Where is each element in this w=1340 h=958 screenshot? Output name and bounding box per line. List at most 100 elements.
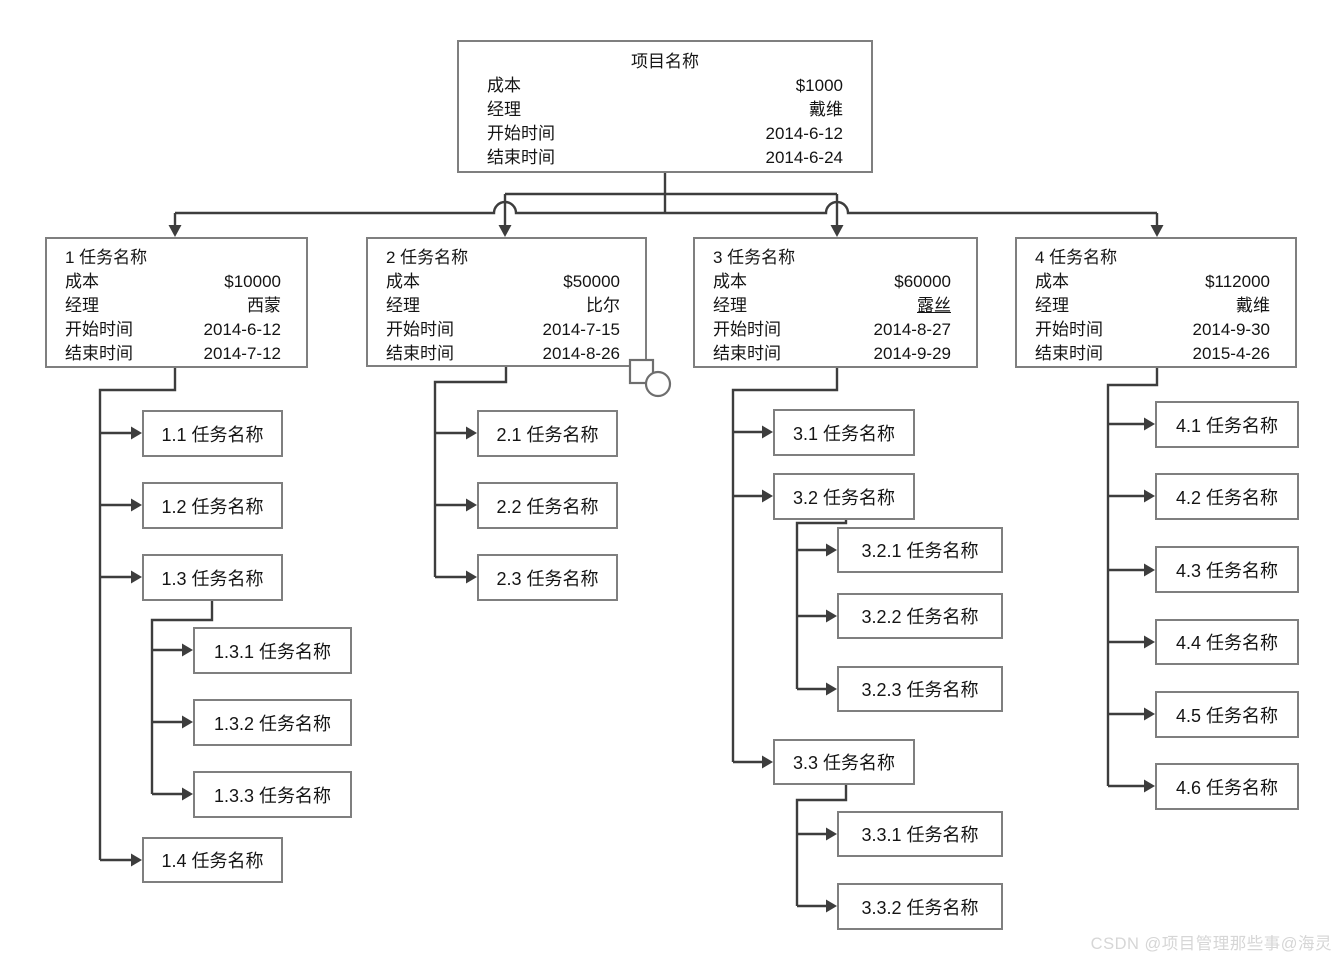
subtask-box-4-5: 4.5 任务名称 bbox=[1155, 691, 1299, 738]
field-value: 2014-6-12 bbox=[203, 320, 281, 339]
field-value: $1000 bbox=[795, 76, 843, 95]
field-label: 成本 bbox=[386, 272, 420, 291]
field-row-start: 开始时间 2014-6-12 bbox=[65, 318, 281, 342]
connector-lower-rail bbox=[175, 200, 1157, 215]
group3-3-arrowheads bbox=[826, 827, 837, 913]
subtask-box-3-3-1: 3.3.1 任务名称 bbox=[837, 811, 1003, 857]
group4-arrowheads bbox=[1144, 417, 1155, 793]
down-arrowheads bbox=[168, 225, 1164, 237]
connector-trunk-task4 bbox=[1106, 368, 1159, 786]
field-row-start: 开始时间 2014-8-27 bbox=[713, 318, 951, 342]
field-label: 经理 bbox=[386, 296, 420, 315]
task-title: 1 任务名称 bbox=[65, 248, 148, 267]
field-row-end: 结束时间 2014-7-12 bbox=[65, 342, 281, 366]
field-label: 成本 bbox=[713, 272, 747, 291]
field-label: 经理 bbox=[713, 296, 747, 315]
field-label: 成本 bbox=[487, 76, 521, 95]
subtask-box-4-6: 4.6 任务名称 bbox=[1155, 763, 1299, 810]
subtask-box-4-1: 4.1 任务名称 bbox=[1155, 401, 1299, 448]
field-value: 2014-9-29 bbox=[873, 344, 951, 363]
field-value: 2014-8-26 bbox=[542, 344, 620, 363]
task-box-3: 3 任务名称 成本 $60000 经理 露丝 开始时间 2014-8-27 结束… bbox=[693, 237, 978, 368]
field-value: $50000 bbox=[563, 272, 620, 291]
field-label: 成本 bbox=[65, 272, 99, 291]
field-value: $10000 bbox=[224, 272, 281, 291]
field-value: $60000 bbox=[894, 272, 951, 291]
csdn-watermark: CSDN @项目管理那些事@海灵 bbox=[1090, 935, 1332, 953]
task-title: 4 任务名称 bbox=[1035, 248, 1118, 267]
subtask-box-1-3-1: 1.3.1 任务名称 bbox=[193, 627, 352, 674]
group3-arrowheads bbox=[762, 425, 773, 769]
field-value: 露丝 bbox=[917, 296, 951, 315]
field-row-end: 结束时间 2014-8-26 bbox=[386, 342, 620, 366]
task-box-2: 2 任务名称 成本 $50000 经理 比尔 开始时间 2014-7-15 结束… bbox=[366, 237, 647, 367]
field-value: 2014-6-24 bbox=[765, 148, 843, 167]
subtask-box-3-2: 3.2 任务名称 bbox=[773, 473, 915, 520]
square-circle-anchor-icon bbox=[628, 358, 672, 398]
subtask-box-3-2-1: 3.2.1 任务名称 bbox=[837, 527, 1003, 573]
project-title: 项目名称 bbox=[631, 52, 699, 71]
field-label: 结束时间 bbox=[487, 148, 555, 167]
subtask-box-2-3: 2.3 任务名称 bbox=[477, 554, 618, 601]
task-title: 2 任务名称 bbox=[386, 248, 469, 267]
field-value: 2014-7-12 bbox=[203, 344, 281, 363]
field-value: 2014-8-27 bbox=[873, 320, 951, 339]
field-row-end: 结束时间 2014-9-29 bbox=[713, 342, 951, 366]
task-box-1: 1 任务名称 成本 $10000 经理 西蒙 开始时间 2014-6-12 结束… bbox=[45, 237, 308, 368]
subtask-box-1-4: 1.4 任务名称 bbox=[142, 837, 283, 883]
field-row-end: 结束时间 2014-6-24 bbox=[487, 146, 843, 170]
field-row-cost: 成本 $112000 bbox=[1035, 270, 1270, 294]
field-value: 戴维 bbox=[1236, 296, 1270, 315]
field-label: 开始时间 bbox=[713, 320, 781, 339]
field-label: 结束时间 bbox=[1035, 344, 1103, 363]
field-row-manager: 经理 戴维 bbox=[487, 98, 843, 122]
field-row-start: 开始时间 2014-9-30 bbox=[1035, 318, 1270, 342]
field-label: 成本 bbox=[1035, 272, 1069, 291]
subtask-box-2-2: 2.2 任务名称 bbox=[477, 482, 618, 529]
subtask-box-3-3-2: 3.3.2 任务名称 bbox=[837, 883, 1003, 930]
task-title: 3 任务名称 bbox=[713, 248, 796, 267]
connector-trunk-1-3 bbox=[150, 601, 214, 794]
field-label: 结束时间 bbox=[713, 344, 781, 363]
field-label: 开始时间 bbox=[386, 320, 454, 339]
task-box-4: 4 任务名称 成本 $112000 经理 戴维 开始时间 2014-9-30 结… bbox=[1015, 237, 1297, 368]
group1-arrowheads bbox=[131, 426, 142, 867]
field-value: 戴维 bbox=[809, 100, 843, 119]
subtask-box-2-1: 2.1 任务名称 bbox=[477, 410, 618, 457]
field-row-start: 开始时间 2014-7-15 bbox=[386, 318, 620, 342]
group1-3-arrowheads bbox=[182, 643, 193, 801]
subtask-box-4-2: 4.2 任务名称 bbox=[1155, 473, 1299, 520]
field-row-cost: 成本 $10000 bbox=[65, 270, 281, 294]
field-label: 结束时间 bbox=[386, 344, 454, 363]
subtask-box-3-1: 3.1 任务名称 bbox=[773, 409, 915, 456]
connector-trunk-3-2 bbox=[795, 520, 848, 689]
field-label: 经理 bbox=[65, 296, 99, 315]
group3-2-arrowheads bbox=[826, 543, 837, 696]
field-value: 2015-4-26 bbox=[1192, 344, 1270, 363]
field-value: $112000 bbox=[1205, 272, 1270, 291]
field-row-cost: 成本 $50000 bbox=[386, 270, 620, 294]
subtask-box-3-2-3: 3.2.3 任务名称 bbox=[837, 666, 1003, 712]
field-value: 2014-7-15 bbox=[542, 320, 620, 339]
subtask-box-1-3-2: 1.3.2 任务名称 bbox=[193, 699, 352, 746]
connector-trunk-task1 bbox=[98, 368, 177, 860]
field-value: 西蒙 bbox=[247, 296, 281, 315]
connector-trunk-task3 bbox=[731, 368, 839, 762]
field-value: 比尔 bbox=[586, 296, 620, 315]
field-label: 开始时间 bbox=[1035, 320, 1103, 339]
field-row-manager: 经理 戴维 bbox=[1035, 294, 1270, 318]
field-row-manager: 经理 西蒙 bbox=[65, 294, 281, 318]
connector-trunk-task2 bbox=[433, 367, 508, 577]
subtask-box-1-3: 1.3 任务名称 bbox=[142, 554, 283, 601]
subtask-box-1-1: 1.1 任务名称 bbox=[142, 410, 283, 457]
field-label: 结束时间 bbox=[65, 344, 133, 363]
field-row-end: 结束时间 2015-4-26 bbox=[1035, 342, 1270, 366]
subtask-box-3-2-2: 3.2.2 任务名称 bbox=[837, 593, 1003, 639]
subtask-box-1-2: 1.2 任务名称 bbox=[142, 482, 283, 529]
field-value: 2014-6-12 bbox=[765, 124, 843, 143]
field-label: 经理 bbox=[1035, 296, 1069, 315]
field-row-cost: 成本 $60000 bbox=[713, 270, 951, 294]
connector-trunk-3-3 bbox=[795, 784, 848, 906]
subtask-box-4-4: 4.4 任务名称 bbox=[1155, 619, 1299, 665]
field-label: 经理 bbox=[487, 100, 521, 119]
